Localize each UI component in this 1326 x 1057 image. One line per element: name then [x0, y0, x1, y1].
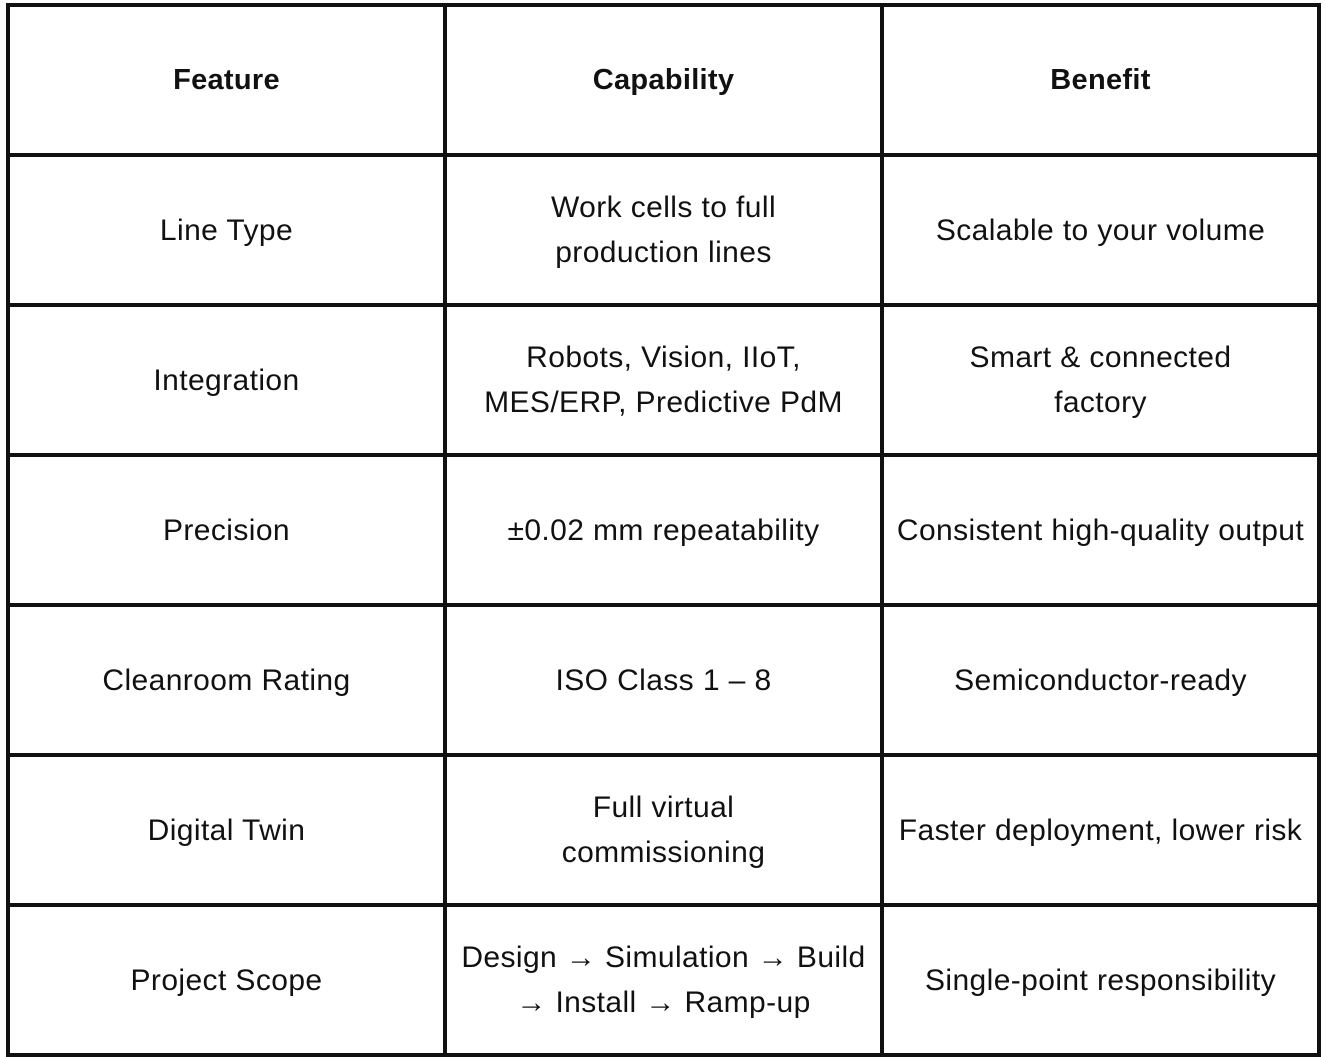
- table-row: Cleanroom Rating ISO Class 1 – 8 Semicon…: [6, 603, 1321, 757]
- cell-benefit: Single-point responsibility: [880, 903, 1321, 1057]
- table-header-row: Feature Capability Benefit: [6, 3, 1321, 157]
- cell-feature: Integration: [6, 303, 447, 457]
- cell-benefit: Smart & connected factory: [880, 303, 1321, 457]
- cell-feature: Precision: [6, 453, 447, 607]
- cell-feature: Line Type: [6, 153, 447, 307]
- feature-table: Feature Capability Benefit Line Type Wor…: [6, 3, 1321, 1057]
- cell-feature: Cleanroom Rating: [6, 603, 447, 757]
- cell-benefit: Semiconductor-ready: [880, 603, 1321, 757]
- cell-capability: Design → Simulation → Build → Install → …: [443, 903, 884, 1057]
- cell-capability: Full virtual commissioning: [443, 753, 884, 907]
- cell-benefit: Faster deployment, lower risk: [880, 753, 1321, 907]
- cell-capability: Robots, Vision, IIoT, MES/ERP, Predictiv…: [443, 303, 884, 457]
- table-row: Project Scope Design → Simulation → Buil…: [6, 903, 1321, 1057]
- cell-feature: Digital Twin: [6, 753, 447, 907]
- header-benefit: Benefit: [880, 3, 1321, 157]
- cell-capability: ±0.02 mm repeatability: [443, 453, 884, 607]
- header-capability: Capability: [443, 3, 884, 157]
- header-feature: Feature: [6, 3, 447, 157]
- cell-benefit: Consistent high-quality output: [880, 453, 1321, 607]
- cell-capability: Work cells to full production lines: [443, 153, 884, 307]
- cell-benefit: Scalable to your volume: [880, 153, 1321, 307]
- table-row: Line Type Work cells to full production …: [6, 153, 1321, 307]
- table-row: Integration Robots, Vision, IIoT, MES/ER…: [6, 303, 1321, 457]
- table-row: Precision ±0.02 mm repeatability Consist…: [6, 453, 1321, 607]
- feature-table-container: Feature Capability Benefit Line Type Wor…: [6, 3, 1321, 1057]
- table-row: Digital Twin Full virtual commissioning …: [6, 753, 1321, 907]
- cell-capability: ISO Class 1 – 8: [443, 603, 884, 757]
- cell-feature: Project Scope: [6, 903, 447, 1057]
